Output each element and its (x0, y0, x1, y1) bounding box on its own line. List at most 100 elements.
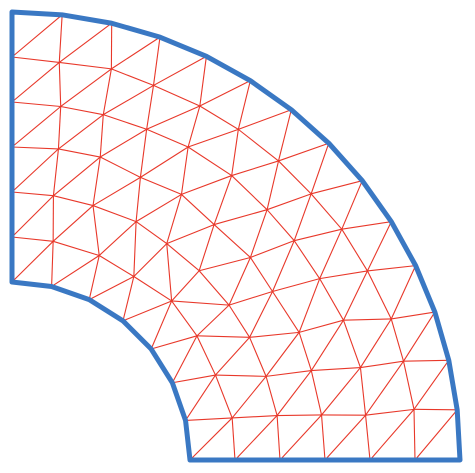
mesh-edge-62 (122, 300, 172, 322)
mesh-edge-122 (249, 209, 268, 258)
mesh-edge-183 (111, 36, 161, 70)
mesh-edge-9 (265, 376, 278, 416)
mesh-edge-145 (294, 228, 342, 242)
mesh-edge-2 (196, 335, 216, 376)
mesh-edge-53 (11, 56, 60, 64)
mesh-edge-55 (189, 417, 233, 461)
mesh-edge-7 (11, 236, 54, 242)
mesh-edge-117 (298, 319, 344, 333)
mesh-edge-68 (11, 240, 54, 283)
mesh-edge-144 (319, 228, 343, 279)
mesh-edge-24 (181, 194, 215, 225)
mesh-edge-43 (390, 318, 405, 362)
mesh-edge-27 (58, 148, 101, 158)
mesh-edge-152 (187, 105, 201, 148)
mesh-edge-57 (185, 374, 216, 421)
mesh-edge-165 (403, 359, 449, 362)
mesh-edge-10 (249, 337, 267, 377)
mesh-edge-8 (276, 415, 281, 461)
mesh-edge-142 (342, 270, 368, 321)
mesh-edge-92 (276, 370, 312, 416)
mesh-edge-123 (213, 209, 268, 226)
mesh-edge-99 (199, 256, 251, 272)
mesh-edge-170 (366, 221, 392, 272)
mesh-edge-12 (198, 270, 230, 306)
mesh-edge-94 (265, 332, 300, 377)
mesh-edge-108 (52, 148, 59, 196)
mesh-edge-14 (135, 221, 168, 245)
mesh-edge-66 (51, 255, 100, 287)
mesh-edge-125 (181, 175, 232, 195)
mesh-edge-187 (11, 14, 63, 58)
mesh-edge-124 (213, 175, 233, 225)
mesh-edge-169 (367, 265, 416, 272)
mesh-edge-5 (98, 255, 135, 277)
mesh-edge-138 (365, 360, 404, 416)
mesh-edge-96 (249, 291, 274, 338)
mesh-edge-48 (238, 128, 279, 162)
mesh-edge-112 (324, 414, 366, 461)
mesh-edge-52 (59, 61, 112, 70)
mesh-edge-121 (250, 240, 295, 258)
mesh-edge-168 (390, 265, 417, 320)
mesh-edge-119 (272, 278, 320, 293)
mesh-edge-114 (321, 367, 361, 416)
mesh-edge-61 (150, 300, 173, 350)
mesh-edge-93 (266, 370, 312, 377)
mesh-edge-173 (311, 180, 363, 195)
mesh-edge-159 (11, 62, 60, 103)
mesh-edge-90 (279, 414, 322, 461)
mesh-edge-127 (140, 146, 189, 178)
mesh-edge-158 (58, 62, 62, 107)
mesh-edge-186 (58, 14, 63, 63)
mesh-edge-180 (199, 56, 207, 107)
mesh-edge-37 (146, 128, 189, 148)
mesh-edge-80 (166, 243, 173, 301)
mesh-edge-25 (140, 176, 182, 195)
mesh-edge-79 (171, 270, 200, 302)
mesh-edge-29 (365, 415, 371, 461)
mesh-edge-0 (231, 417, 236, 461)
mesh-edge-87 (11, 195, 54, 238)
mesh-edge-129 (99, 128, 147, 158)
mesh-edge-166 (403, 311, 436, 362)
mesh-edge-64 (88, 276, 135, 301)
mesh-edge-128 (139, 129, 148, 178)
mesh-edge-65 (88, 255, 100, 300)
mesh-edge-91 (277, 414, 322, 417)
mesh-edge-106 (92, 156, 101, 206)
mesh-edge-35 (231, 175, 268, 211)
mesh-edge-78 (171, 300, 230, 306)
mesh-edge-42 (402, 361, 415, 410)
mesh-edge-178 (237, 80, 251, 130)
mesh-edge-175 (278, 142, 329, 162)
mesh-edge-46 (310, 193, 343, 230)
mesh-edge-84 (92, 205, 100, 256)
mesh-edge-109 (11, 148, 59, 193)
mesh-edge-97 (228, 290, 273, 306)
mesh-edge-176 (277, 109, 292, 162)
mesh-edge-102 (166, 194, 182, 244)
mesh-edge-116 (310, 319, 344, 371)
mesh-edge-56 (185, 417, 233, 421)
mesh-edge-81 (133, 243, 168, 277)
mesh-edge-182 (152, 37, 161, 86)
mesh-edge-45 (341, 228, 368, 272)
mesh-edge-179 (199, 80, 251, 107)
mesh-edge-146 (293, 193, 312, 241)
mesh-edge-34 (266, 209, 295, 242)
mesh-edge-20 (298, 332, 312, 371)
mesh-edge-26 (99, 156, 141, 178)
mesh-edge-58 (172, 374, 216, 384)
mesh-edge-38 (103, 114, 147, 130)
mesh-edge-130 (99, 114, 104, 158)
mesh-edge-105 (92, 176, 141, 207)
mesh-edge-133 (11, 106, 62, 148)
mesh-edge-3 (171, 300, 198, 337)
mesh-edge-157 (60, 68, 112, 107)
mesh-edge-74 (215, 374, 267, 377)
mesh-edge-100 (198, 224, 215, 271)
mesh-edge-150 (231, 129, 239, 176)
